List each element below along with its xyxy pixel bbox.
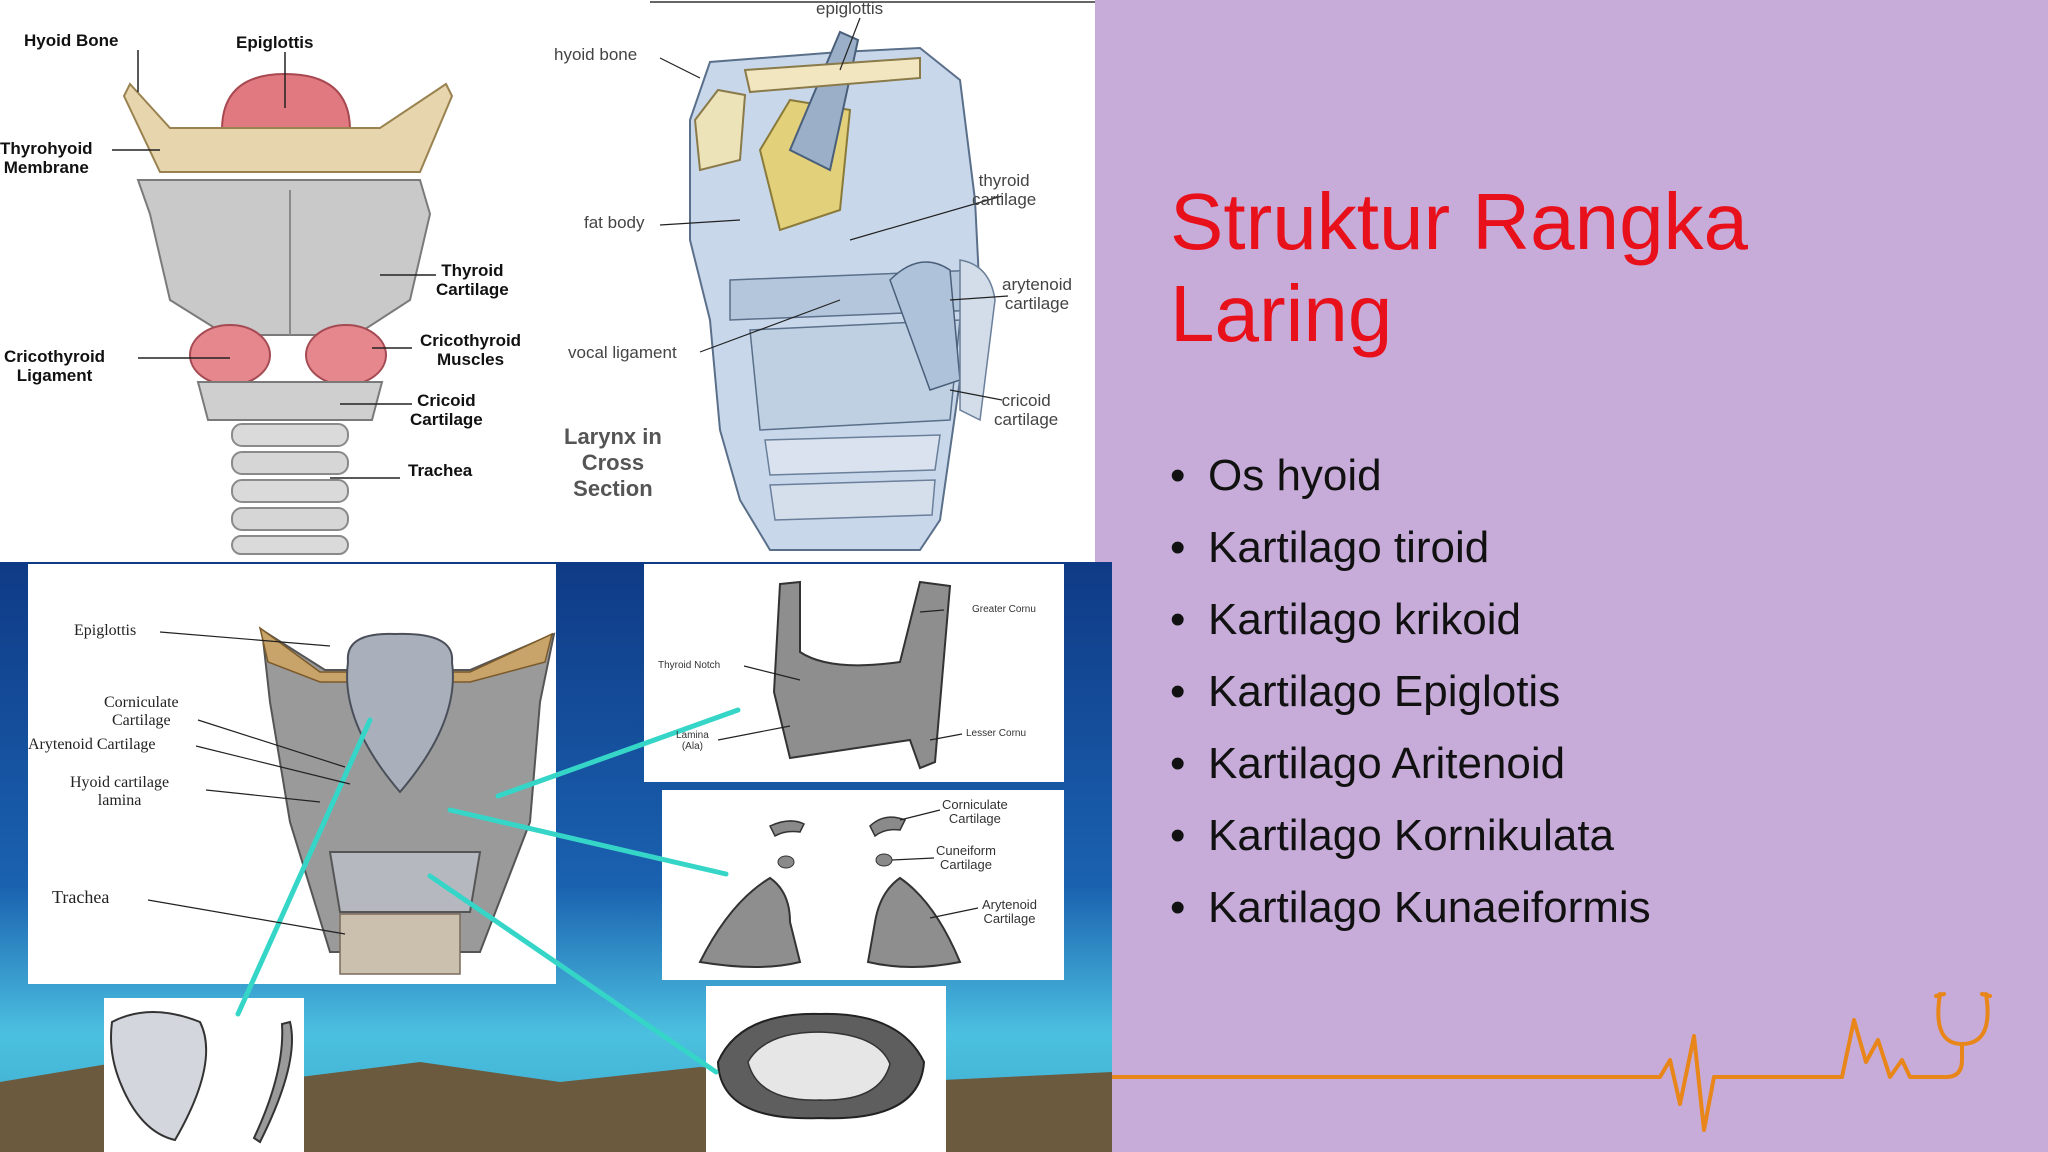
label-thyrohyoid-membrane: Thyrohyoid Membrane (0, 139, 93, 177)
label-corniculate-small: Corniculate Cartilage (942, 797, 1008, 827)
label-lesser-cornu: Lesser Cornu (966, 728, 1027, 739)
label-fat-body: fat body (584, 213, 645, 232)
label-greater-cornu: Greater Cornu (972, 604, 1036, 615)
cartilages-illustration (0, 564, 1112, 1152)
bullet-item: Os hyoid (1170, 440, 1651, 512)
bullet-item: Kartilago Epiglotis (1170, 656, 1651, 728)
label-larynx-caption: Larynx in Cross Section (564, 424, 662, 501)
bullet-item: Kartilago tiroid (1170, 512, 1651, 584)
larynx-cartilages-diagram: Epiglottis Corniculate Cartilage Aryteno… (0, 562, 1112, 1152)
bullet-item: Kartilago Aritenoid (1170, 728, 1651, 800)
label-thyroid-cartilage: Thyroid Cartilage (436, 261, 509, 299)
label-trachea-post: Trachea (52, 887, 110, 907)
label-corniculate-post: Corniculate Cartilage (104, 694, 179, 729)
bullet-list: Os hyoid Kartilago tiroid Kartilago krik… (1170, 440, 1651, 944)
label-arytenoid-post: Arytenoid Cartilage (28, 736, 156, 753)
bullet-item: Kartilago krikoid (1170, 584, 1651, 656)
label-epiglottis: Epiglottis (236, 33, 314, 52)
label-vocal-ligament: vocal ligament (568, 343, 677, 362)
bullet-item: Kartilago Kunaeiformis (1170, 872, 1651, 944)
label-cuneiform-small: Cuneiform Cartilage (936, 843, 996, 873)
label-hyoid-lamina: Hyoid cartilage lamina (70, 774, 170, 809)
label-arytenoid-small: Arytenoid Cartilage (982, 897, 1037, 927)
larynx-anterior-illustration (112, 50, 454, 555)
bullet-item: Kartilago Kornikulata (1170, 800, 1651, 872)
label-epiglottis-post: Epiglottis (74, 622, 137, 639)
label-cricothyroid-ligament: Cricothyroid Ligament (4, 347, 106, 385)
label-lamina-ala: Lamina (Ala) (676, 730, 709, 752)
label-thyroid-cartilage-cs: thyroid cartilage (972, 171, 1037, 209)
label-cricoid-cartilage-cs: cricoid cartilage (994, 391, 1059, 429)
label-cricothyroid-muscles: Cricothyroid Muscles (420, 331, 522, 369)
label-arytenoid-cartilage-cs: arytenoid cartilage (1002, 275, 1072, 313)
label-epiglottis-cs: epiglottis (816, 0, 884, 18)
label-trachea: Trachea (408, 461, 473, 480)
stethoscope-icon (1934, 992, 1992, 1047)
slide-title: Struktur Rangka Laring (1170, 177, 1749, 358)
larynx-anterior-diagram: Hyoid Bone Epiglottis Thyrohyoid Membran… (0, 0, 560, 562)
cross-section-illustration (650, 1, 1095, 551)
label-hyoid-bone: Hyoid Bone (24, 31, 119, 50)
label-hyoid-bone-cs: hyoid bone (554, 45, 638, 64)
label-cricoid-cartilage: Cricoid Cartilage (410, 391, 483, 429)
larynx-cross-section-diagram: epiglottis hyoid bone fat body vocal lig… (540, 0, 1095, 562)
label-thyroid-notch: Thyroid Notch (658, 660, 721, 671)
